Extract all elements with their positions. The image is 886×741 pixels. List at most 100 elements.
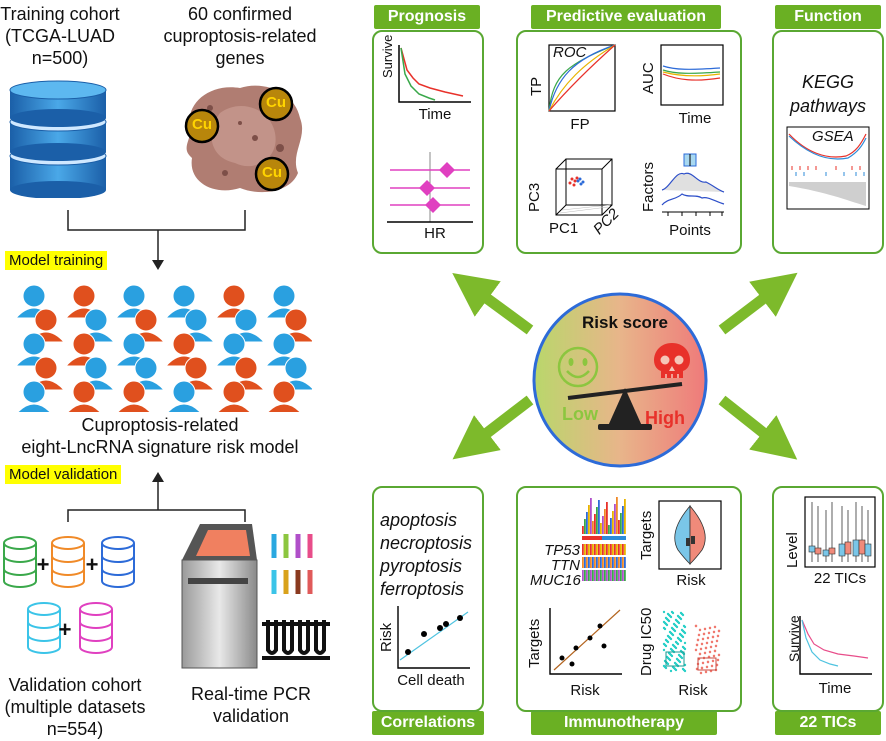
gene-label: TP53 [544,542,580,559]
kegg-label: pathways [789,96,867,116]
time-label: Time [418,106,452,123]
validation-cohort-label: Validation cohort [8,675,142,695]
correlations-header: Correlations [372,711,484,735]
oncoplot [582,497,626,581]
cu-label: Cu [262,164,282,181]
auc-label: AUC [640,62,657,94]
forest-plot [387,152,473,223]
targets-scatter [549,608,622,675]
immunotherapy-header: Immunotherapy [531,711,717,735]
tp-label: TP [528,76,545,96]
auc-plot [660,44,724,106]
pc1-label: PC1 [549,220,579,237]
person-icon [217,380,251,412]
function-header: Function [775,5,881,29]
low-label: Low [562,404,598,424]
survive-label: Survive [380,34,395,78]
signature-label-2: eight-LncRNA signature risk model [21,437,299,457]
person-icon [17,380,51,412]
fp-label: FP [570,116,590,133]
cu-label: Cu [266,94,286,111]
model-training-label: Model training [5,251,108,270]
correlation-scatter [397,606,470,669]
pc3-label: PC3 [526,182,543,212]
risk-label: Risk [676,572,706,589]
validation-cohort-label: n=554) [46,719,104,739]
predictive-evaluation-header: Predictive evaluation [531,5,721,29]
predictive-evaluation-panel [516,30,742,254]
direction-arrows [452,272,798,460]
roc-label: ROC [553,44,587,61]
roc-plot [548,44,616,112]
validation-cohort-label: (multiple datasets [4,697,146,717]
km-plot [398,45,471,103]
factors-label: Factors [640,161,657,212]
small-database-icon [3,536,37,588]
time-label: Time [678,110,712,127]
risk-label: Risk [378,622,395,652]
tic-boxplot [804,496,876,568]
person-icon [167,380,201,412]
person-icon [67,380,101,412]
tics-axis-label: 22 TICs [813,570,867,587]
small-database-icon [101,536,135,588]
drug-ic50-boxplot [662,610,721,675]
risk-score-circle [532,292,708,468]
kegg-label: KEGG [801,72,854,92]
plus-sign: + [58,617,72,642]
database-icon [9,80,107,198]
pyroptosis-label: pyroptosis [380,556,463,576]
time-label: Time [818,680,852,697]
pca-plot [555,158,613,216]
balance-scale-icon [567,382,683,430]
tics-km-plot [799,616,872,675]
drug-ic50-label: Drug IC50 [638,607,655,676]
prognosis-panel [372,30,484,254]
small-database-icon [51,536,85,588]
apoptosis-label: apoptosis [380,510,458,530]
pcr-label: Real-time PCR [190,684,312,704]
correlations-panel [372,486,484,712]
risk-label: Risk [570,682,600,699]
person-icon [214,284,254,319]
gsea-label: GSEA [812,128,854,145]
people-icon [14,284,312,412]
gsea-plot [786,126,870,210]
survive-label: Survive [786,615,802,662]
prognosis-header: Prognosis [374,5,480,29]
copper-cell-icon [184,85,303,193]
ferroptosis-label: ferroptosis [380,579,465,599]
risk-label: Risk [678,682,708,699]
nomogram-plot [661,153,725,216]
points-label: Points [669,222,711,239]
cu-label: Cu [192,116,212,133]
cell-death-label: Cell death [397,672,465,689]
risk-score-label: Risk score [582,313,668,332]
validation-connector [67,472,246,522]
pcr-label: validation [212,706,290,726]
pcr-machine-icon [181,524,330,669]
person-icon [117,380,151,412]
smiley-icon [557,346,599,388]
level-label: Level [784,532,801,568]
small-database-icon [79,602,113,654]
validation-databases-icon [3,536,135,654]
person-icon [267,380,301,412]
plus-sign: + [36,552,50,577]
skull-icon [654,343,690,378]
high-label: High [645,408,685,428]
signature-label-1: Cuproptosis-related [81,415,239,435]
targets-label: Targets [638,510,655,560]
model-validation-label: Model validation [5,465,122,484]
necroptosis-label: necroptosis [380,533,473,553]
tics-header: 22 TICs [775,711,881,735]
violin-plot [658,500,722,570]
gene-label: TTN [550,557,580,574]
small-database-icon [27,602,61,654]
person-icon [26,308,66,343]
hr-label: HR [424,225,446,242]
plus-sign: + [85,552,99,577]
gene-label: MUC16 [530,572,581,589]
targets-label: Targets [526,618,543,668]
merge-connector [67,210,246,270]
